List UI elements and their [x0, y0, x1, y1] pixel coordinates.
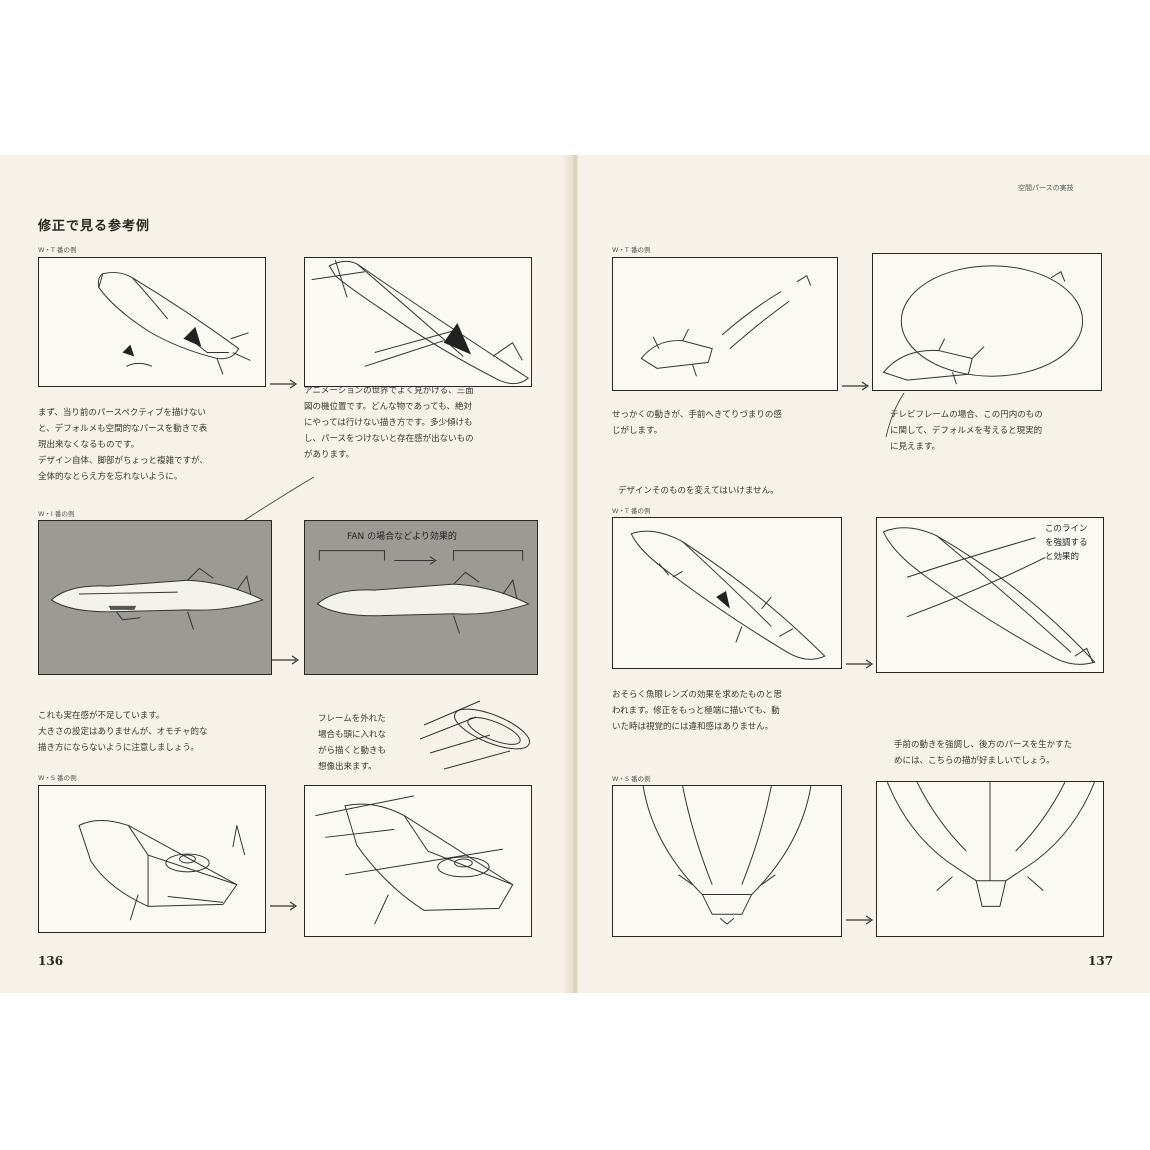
spaceship-sketch [315, 795, 514, 925]
figure-label: W・S 番の例 [612, 775, 651, 783]
caption: 手前の動きを強調し、後方のパースを生かすた めには、こちらの描が好ましいでしょう… [894, 740, 1073, 766]
arrow-icon [846, 659, 874, 669]
ring-motion-sketch [419, 695, 532, 773]
spaceship-sketch [640, 275, 812, 377]
sketch-panel-ship-perspective-corrected [304, 785, 532, 937]
figure-label: W・I 番の例 [38, 510, 75, 518]
caption: これも実在感が不足しています。 大きさの設定はありませんが、オモチャ的な 描き方… [38, 711, 208, 753]
section-title: 修正で見る参考例 [38, 219, 151, 234]
sketch-panel-ship-sideview [38, 520, 272, 675]
panel-note: このライン を強調する と効果的 [1045, 524, 1088, 562]
caption: テレビフレームの場合、この円内のもの に関して、デフォルメを考えると現実的 に見… [890, 410, 1043, 452]
motion-sketch [419, 700, 530, 770]
caption: まず、当り前のパースペクティブを描けない と、デフォルメも空間的なパースを動きで… [38, 408, 208, 482]
spaceship-sketch [97, 271, 251, 375]
spaceship-sketch [642, 786, 812, 925]
spaceship-sketch [78, 820, 246, 921]
caption: デザインそのものを変えてはいけません。 [618, 486, 779, 496]
callout-line [885, 392, 905, 438]
sketch-panel-ship-sideview-corrected: FAN の場合などより効果的 [304, 520, 538, 675]
arrow-icon [842, 381, 870, 391]
spaceship-sketch [882, 265, 1084, 385]
arrow-icon [270, 379, 298, 389]
sketch-panel-ship-original [38, 257, 266, 387]
figure-label: W・T 番の例 [612, 507, 651, 515]
book-spread: 修正で見る参考例 W・T 番の例 [0, 155, 1150, 993]
spaceship-sketch [50, 567, 264, 630]
sketch-panel-ship-front [612, 785, 842, 937]
spaceship-sketch [630, 530, 826, 660]
arrow-icon [846, 915, 874, 925]
running-head: 空間パースの実技 [1018, 184, 1074, 192]
figure-label: W・T 番の例 [38, 246, 77, 254]
figure-label: W・S 番の例 [38, 774, 77, 782]
arrow-icon [270, 901, 298, 911]
right-page: 空間パースの実技 W・T 番の例 [578, 155, 1150, 993]
sketch-panel-ship-front-corrected [876, 781, 1104, 937]
spaceship-sketch [311, 259, 530, 385]
sketch-panel-ship-fisheye-corrected: このライン を強調する と効果的 [876, 517, 1104, 673]
sketch-panel-ship-distant-corrected [872, 253, 1102, 391]
page-number: 136 [38, 954, 64, 968]
caption: せっかくの動きが、手前へきてりづまりの感 じがします。 [612, 410, 782, 436]
arrow-icon [272, 655, 300, 665]
sketch-panel-ship-perspective [38, 785, 266, 933]
caption: アニメーションの世界でよく見かける、三面 図の機位置です。どんな物であっても、絶… [304, 386, 474, 460]
sketch-panel-ship-corrected [304, 257, 532, 387]
sketch-panel-ship-distant [612, 257, 838, 391]
spaceship-sketch [886, 782, 1096, 907]
sketch-panel-ship-fisheye [612, 517, 842, 669]
spaceship-sketch [316, 550, 530, 634]
spaceship-sketch [882, 527, 1096, 665]
panel-note: FAN の場合などより効果的 [347, 532, 457, 542]
page-number: 137 [1088, 954, 1114, 968]
caption: フレームを外れた 場合も頭に入れな がら描くと動きも 想像出来ます。 [318, 714, 387, 772]
left-page: 修正で見る参考例 W・T 番の例 [0, 155, 574, 993]
caption: おそらく魚眼レンズの効果を求めたものと思 われます。修正をもっと極端に描いても、… [612, 690, 782, 732]
figure-label: W・T 番の例 [612, 246, 651, 254]
